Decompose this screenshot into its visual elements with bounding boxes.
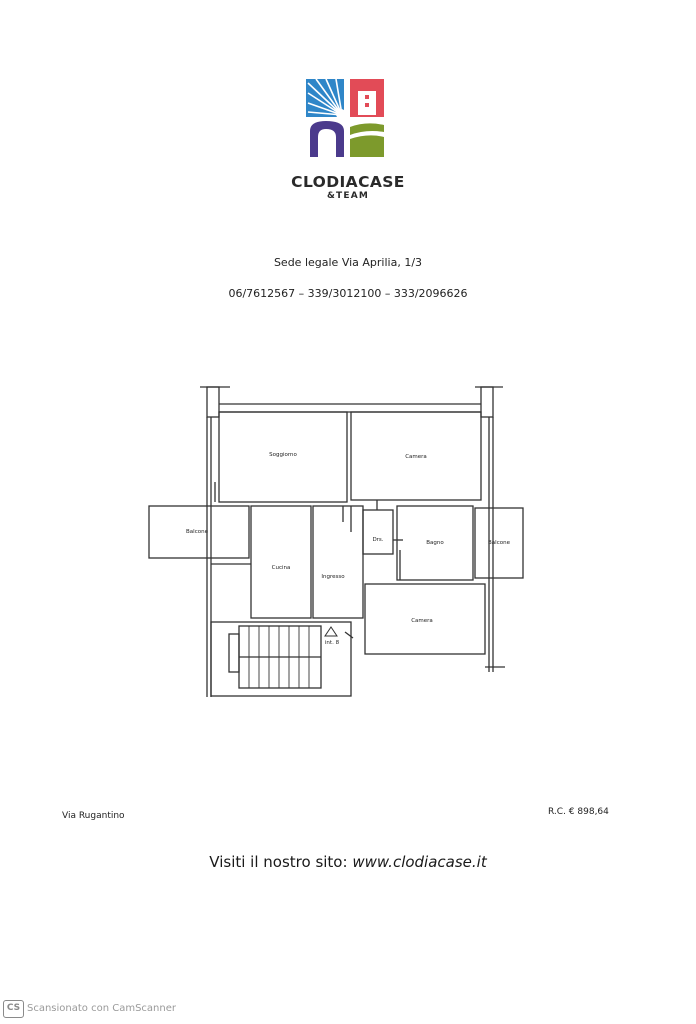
room-label-camera-bottom: Camera <box>411 618 433 624</box>
cadastral-income: R.C. € 898,64 <box>548 807 609 817</box>
room-label-balcone-right: Balcone <box>488 540 511 546</box>
room-label-bagno: Bagno <box>426 540 444 546</box>
logo-house-icon <box>350 79 384 117</box>
legal-address: Sede legale Via Aprilia, 1/3 <box>273 256 423 269</box>
camscanner-icon: CS <box>3 1000 24 1018</box>
visit-website-line: Visiti il nostro sito: www.clodiacase.it <box>0 853 696 871</box>
logo-sunburst-icon <box>306 78 346 119</box>
website-link[interactable]: www.clodiacase.it <box>352 853 487 871</box>
room-label-cucina: Cucina <box>272 565 291 571</box>
scanner-watermark: Scansionato con CamScanner <box>27 1003 176 1014</box>
visit-prefix: Visiti il nostro sito: <box>209 853 348 871</box>
room-label-balcone-left: Balcone <box>186 529 209 535</box>
entrance-marker-icon <box>324 626 338 637</box>
brand-tagline: &TEAM <box>326 191 370 201</box>
room-label-soggiorno: Soggiorno <box>269 452 297 458</box>
room-label-ingresso: Ingresso <box>321 574 345 580</box>
logo-arch-icon <box>310 121 344 157</box>
brand-name: CLODIACASE <box>291 173 405 191</box>
room-label-drs: Drs. <box>372 537 383 543</box>
street-name: Via Rugantino <box>62 811 125 821</box>
floor-plan: Soggiorno Camera Balcone Cucina Ingresso… <box>148 386 524 697</box>
clodiacase-logo <box>306 78 384 157</box>
logo-fields-icon <box>350 123 384 157</box>
phone-numbers: 06/7612567 – 339/3012100 – 333/2096626 <box>228 287 468 300</box>
room-label-camera-top: Camera <box>405 454 427 460</box>
unit-number-label: int. 8 <box>325 640 340 646</box>
